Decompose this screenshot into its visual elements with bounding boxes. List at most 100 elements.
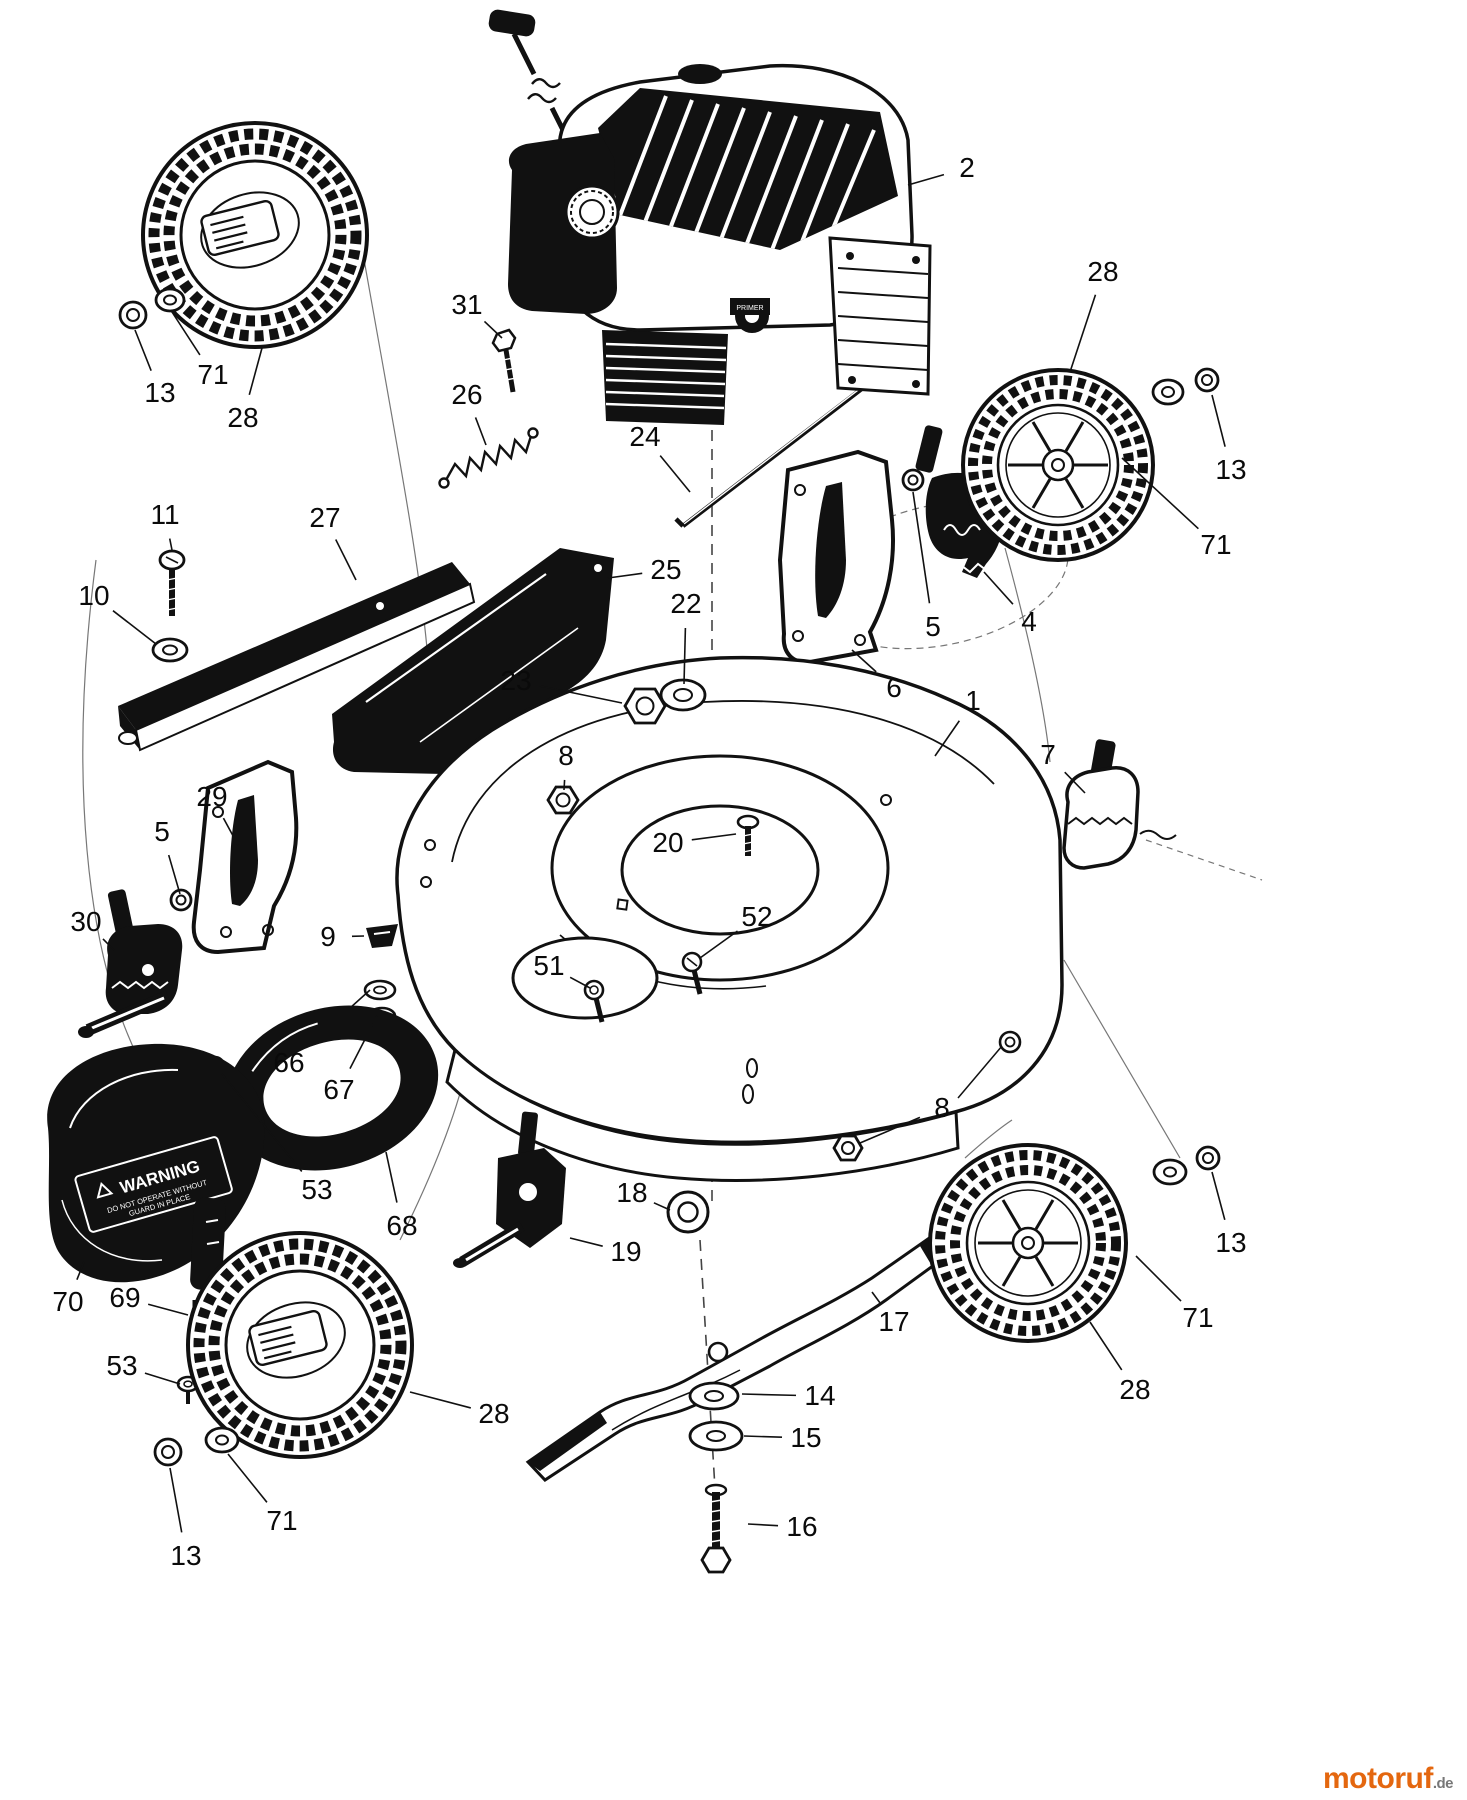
leader-line — [851, 649, 877, 673]
wheel-rear-right-lower — [928, 1143, 1128, 1343]
callout-15: 15 — [790, 1422, 822, 1453]
leader-line — [569, 976, 591, 989]
callout-26: 26 — [451, 379, 483, 410]
bolt-31 — [491, 328, 517, 393]
guard-70: WARNING DO NOT OPERATE WITHOUT GUARD IN … — [47, 1043, 265, 1283]
mower-deck — [395, 655, 1064, 1182]
leader-line — [747, 1523, 779, 1527]
leader-line — [741, 1393, 797, 1397]
callout-30: 30 — [70, 906, 102, 937]
callout-20: 20 — [652, 827, 684, 858]
leader-line — [1064, 771, 1086, 794]
wheel-rear-right — [961, 368, 1155, 562]
wheel-rear-right-hardware — [1151, 367, 1220, 406]
wheel-front-left-lower — [186, 1231, 414, 1459]
leader-line — [743, 1435, 783, 1439]
discharge-deflector-25 — [332, 548, 614, 774]
leader-line — [569, 1237, 603, 1247]
wheel-front-left-lower-hardware — [153, 1426, 240, 1467]
callout-71: 71 — [1200, 529, 1232, 560]
callout-28: 28 — [1087, 256, 1119, 287]
screw-11 — [158, 549, 186, 616]
callout-53: 53 — [301, 1174, 333, 1205]
callout-71: 71 — [266, 1505, 298, 1536]
leader-line — [859, 1116, 921, 1144]
callout-18: 18 — [616, 1177, 648, 1208]
spring-26 — [438, 427, 539, 489]
leader-line — [248, 347, 263, 396]
callout-17: 17 — [878, 1306, 910, 1337]
leader-line — [483, 320, 503, 339]
callout-23: 23 — [500, 665, 532, 696]
leader-line — [221, 1073, 303, 1172]
callout-13: 13 — [144, 377, 176, 408]
leader-line — [335, 539, 357, 581]
deck-center-opening — [620, 804, 820, 936]
bracket-6 — [777, 449, 896, 665]
height-lever-30 — [78, 889, 183, 1038]
callout-66: 66 — [273, 1047, 305, 1078]
callout-2: 2 — [959, 152, 975, 183]
blade-adapter-19 — [453, 1111, 566, 1268]
callout-71: 71 — [197, 359, 229, 390]
leader-line — [653, 1202, 671, 1211]
washer-15 — [688, 1420, 744, 1452]
leader-line — [168, 538, 173, 551]
wheel-front-left — [141, 121, 369, 349]
watermark-tld: .de — [1432, 1775, 1454, 1792]
callout-8: 8 — [934, 1092, 950, 1123]
nut-5-right — [901, 468, 925, 492]
wheel-front-left-hardware — [118, 287, 186, 330]
leader-line — [144, 1372, 181, 1385]
washer-10 — [151, 637, 189, 663]
leader-line — [1089, 1321, 1123, 1371]
callout-52: 52 — [741, 901, 773, 932]
engine-primer-label: PRIMER — [736, 305, 763, 312]
hex-nut-23 — [623, 687, 667, 725]
warning-triangle-icon — [96, 1181, 114, 1199]
callout-28: 28 — [478, 1398, 510, 1429]
leader-line — [539, 685, 623, 704]
leader-line — [1135, 1255, 1182, 1302]
leader-line — [306, 989, 371, 1048]
washer-14 — [688, 1381, 740, 1411]
leader-line — [227, 1453, 268, 1503]
support-rail-27 — [118, 562, 476, 752]
leader-line — [102, 938, 115, 951]
leader-line — [474, 417, 487, 446]
leader-line — [169, 1467, 183, 1533]
leader-line — [385, 1151, 398, 1203]
washer-66 — [363, 979, 397, 1001]
callout-5: 5 — [154, 816, 170, 847]
leader-line — [1211, 1171, 1226, 1221]
leader-line — [222, 817, 239, 846]
callout-19: 19 — [610, 1236, 642, 1267]
leader-line — [983, 571, 1014, 605]
leader-line — [683, 627, 687, 685]
callout-28: 28 — [227, 402, 259, 433]
fuel-tank — [508, 133, 617, 314]
leader-line — [349, 1015, 378, 1070]
callout-24: 24 — [629, 421, 661, 452]
callout-13: 13 — [1215, 1227, 1247, 1258]
callout-53: 53 — [106, 1350, 138, 1381]
blade-bolt-16 — [700, 1483, 732, 1574]
callout-29: 29 — [196, 781, 228, 812]
hex-nut-8-right — [832, 1134, 864, 1162]
callout-13: 13 — [1215, 454, 1247, 485]
washer-22 — [659, 678, 707, 712]
callout-9: 9 — [320, 921, 336, 952]
callout-10: 10 — [78, 580, 110, 611]
callout-7: 7 — [1040, 739, 1056, 770]
callout-1: 1 — [965, 685, 981, 716]
nut-8-upper-right — [998, 1030, 1022, 1054]
height-lever-7 — [1062, 739, 1177, 870]
leader-line — [1211, 394, 1226, 447]
leader-line — [1121, 457, 1199, 530]
bushing-18 — [666, 1190, 710, 1234]
wheel-rear-right-lower-hardware — [1152, 1145, 1221, 1186]
callout-5: 5 — [925, 611, 941, 642]
callout-11: 11 — [150, 499, 180, 530]
callout-69: 69 — [109, 1282, 141, 1313]
